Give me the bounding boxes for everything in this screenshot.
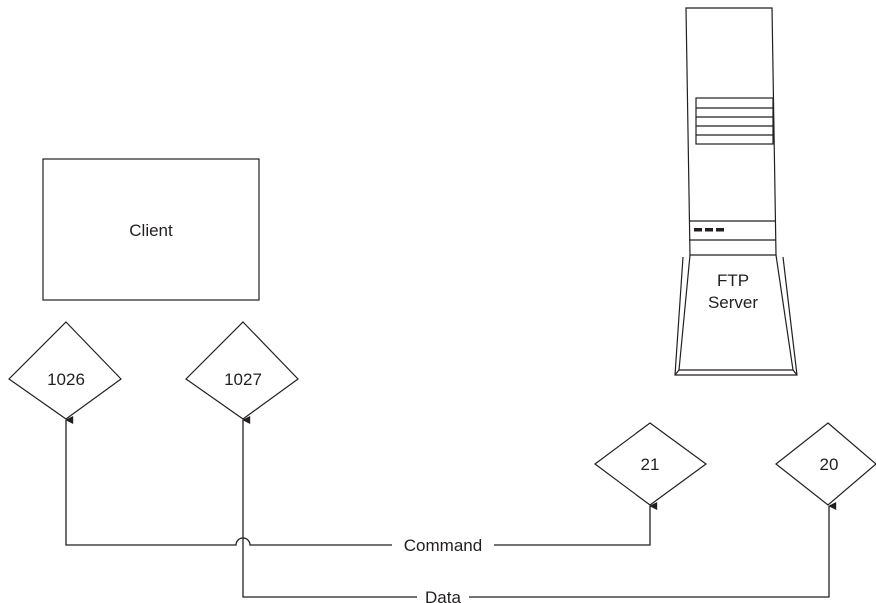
command-connection: Command (65, 416, 658, 555)
port-label: 20 (820, 455, 839, 474)
port-client-data: 1027 (185, 321, 299, 420)
data-label: Data (425, 588, 461, 603)
server-tower-icon (674, 7, 798, 376)
data-line-right (469, 502, 837, 598)
server-indicator-lights (694, 228, 724, 232)
port-client-command: 1026 (8, 321, 122, 420)
command-label: Command (404, 536, 482, 555)
port-label: 1027 (224, 370, 262, 389)
port-label: 1026 (47, 370, 85, 389)
data-line-left (242, 416, 417, 598)
data-connection: Data (242, 416, 837, 603)
command-line-right (494, 502, 658, 546)
port-label: 21 (641, 455, 660, 474)
client-node: Client (42, 158, 260, 301)
client-box (42, 158, 260, 301)
port-server-data: 20 (775, 422, 876, 506)
port-server-command: 21 (593, 422, 708, 506)
port-diamond (775, 422, 876, 506)
ftp-server-node: FTP Server (674, 7, 798, 376)
command-line-left (65, 416, 392, 546)
server-label-line1: FTP (717, 271, 749, 290)
server-label-line2: Server (708, 293, 758, 312)
client-label: Client (129, 221, 173, 240)
